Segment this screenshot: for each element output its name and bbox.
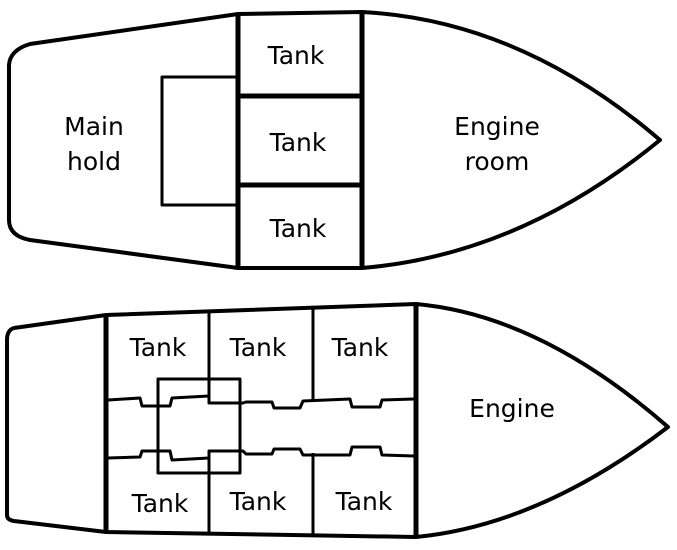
lower-hull-outline	[5, 302, 670, 539]
engine-label: Engine	[469, 394, 555, 423]
lower-tank-top-label-2: Tank	[229, 333, 287, 362]
upper-hatch-box	[160, 75, 240, 207]
engine-room-label-line1: Engine	[454, 112, 540, 141]
lower-hatch-box	[156, 377, 242, 475]
main-hold-label-line1: Main	[64, 112, 124, 141]
lower-tank-top-label-3: Tank	[331, 333, 389, 362]
lower-lower-tank-boundary	[107, 445, 415, 462]
lower-tank-bottom-label-3: Tank	[335, 487, 393, 516]
lower-tank-top-label-1: Tank	[129, 333, 187, 362]
upper-tank-label-2: Tank	[269, 128, 327, 157]
lower-upper-tank-boundary	[107, 394, 415, 410]
upper-boat: Main hold Tank Tank Tank Engine room	[7, 10, 662, 270]
main-hold-label-line2: hold	[67, 147, 121, 176]
upper-tank-label-1: Tank	[267, 41, 325, 70]
lower-tank-bottom-label-1: Tank	[131, 489, 189, 518]
upper-tank-label-3: Tank	[269, 214, 327, 243]
lower-boat: Tank Tank Tank Tank Tank Tank Engine	[5, 302, 670, 539]
upper-hull-outline	[7, 10, 662, 270]
lower-tank-bottom-label-2: Tank	[229, 487, 287, 516]
engine-room-label-line2: room	[465, 147, 530, 176]
